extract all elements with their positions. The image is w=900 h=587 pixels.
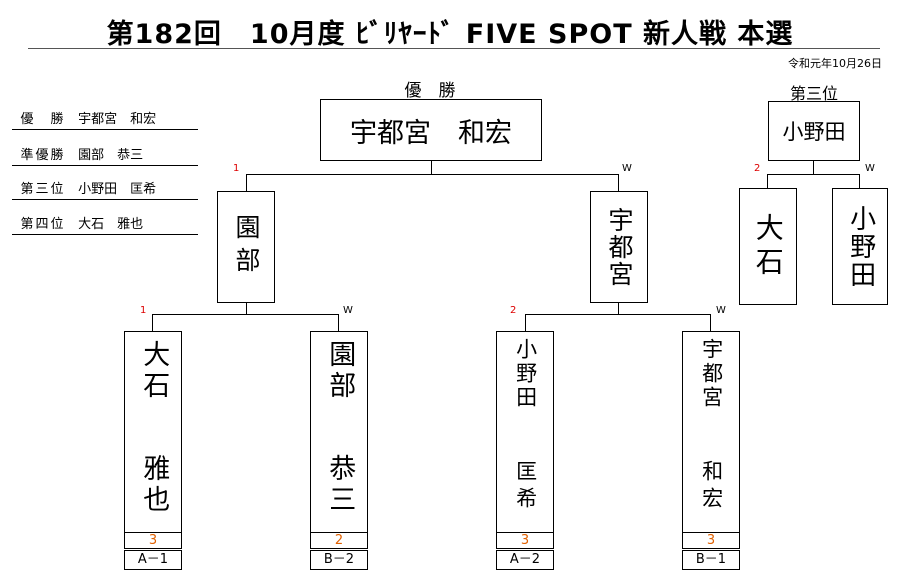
player-given-name: 和宏 [699,460,724,514]
match-mark: W [716,305,726,316]
champion-name: 宇都宮 和宏 [350,117,512,149]
bracket-line [338,314,339,331]
bracket-line [813,161,814,175]
third-place-winner-name: 小野田 [782,120,846,144]
bracket-line [618,174,619,191]
bracket-line [525,314,711,315]
player-box-a1: 大石 雅也 [124,331,182,533]
third-place-heading: 第三位 [789,84,838,103]
third-place-right-name: 小野田 [845,204,876,289]
third-place-left-box: 大石 [739,188,797,305]
result-row-2nd: 準優勝 園部 恭三 [12,144,198,166]
score-a2: 3 [496,532,554,549]
bracket-line [152,314,339,315]
match-mark: W [622,163,632,174]
player-surname: 園部 [324,340,356,402]
third-place-right-box: 小野田 [832,188,888,305]
bracket-line [525,314,526,331]
player-given-name: 匡希 [513,460,538,514]
semifinal-right-box: 宇都宮 [590,191,648,303]
third-place-left-name: 大石 [751,212,785,281]
score-b2: 2 [310,532,368,549]
match-code-a1: A－1 [124,550,182,570]
event-date: 令和元年10月26日 [788,57,882,70]
result-row-3rd: 第三位 小野田 匡希 [12,178,198,200]
match-mark: 2 [510,305,517,316]
match-mark: 1 [140,305,147,316]
player-given-name: 恭三 [324,454,356,516]
player-box-b1: 宇都宮 和宏 [682,331,740,533]
match-mark: 2 [754,163,761,174]
semifinal-left-name: 園部 [232,214,261,280]
champion-heading: 優 勝 [404,81,456,101]
page-title: 第182回 10月度 ﾋﾞﾘﾔｰﾄﾞ FIVE SPOT 新人戦 本選 [106,19,794,50]
match-code-b1: B－1 [682,550,740,570]
player-given-name: 雅也 [138,454,170,516]
bracket-line [618,303,619,315]
player-surname: 宇都宮 [699,338,724,410]
player-box-b2: 園部 恭三 [310,331,368,533]
bracket-line [767,174,860,175]
bracket-line [710,314,711,331]
result-row-4th: 第四位 大石 雅也 [12,213,198,235]
bracket-line [152,314,153,331]
champion-box: 宇都宮 和宏 [320,99,542,161]
semifinal-left-box: 園部 [217,191,275,303]
bracket-line [246,303,247,315]
match-mark: 1 [233,163,240,174]
match-mark: W [343,305,353,316]
result-row-1st: 優 勝 宇都宮 和宏 [12,108,198,130]
player-surname: 小野田 [513,338,538,410]
score-a1: 3 [124,532,182,549]
bracket-line [859,174,860,188]
player-box-a2: 小野田 匡希 [496,331,554,533]
match-code-a2: A－2 [496,550,554,570]
bracket-line [767,174,768,188]
third-place-winner-box: 小野田 [768,101,860,161]
bracket-line [246,174,247,191]
bracket-line [431,161,432,175]
match-code-b2: B－2 [310,550,368,570]
player-surname: 大石 [138,340,170,402]
semifinal-right-name: 宇都宮 [605,206,634,288]
title-underline [28,48,880,49]
score-b1: 3 [682,532,740,549]
match-mark: W [865,163,875,174]
bracket-line [246,174,619,175]
